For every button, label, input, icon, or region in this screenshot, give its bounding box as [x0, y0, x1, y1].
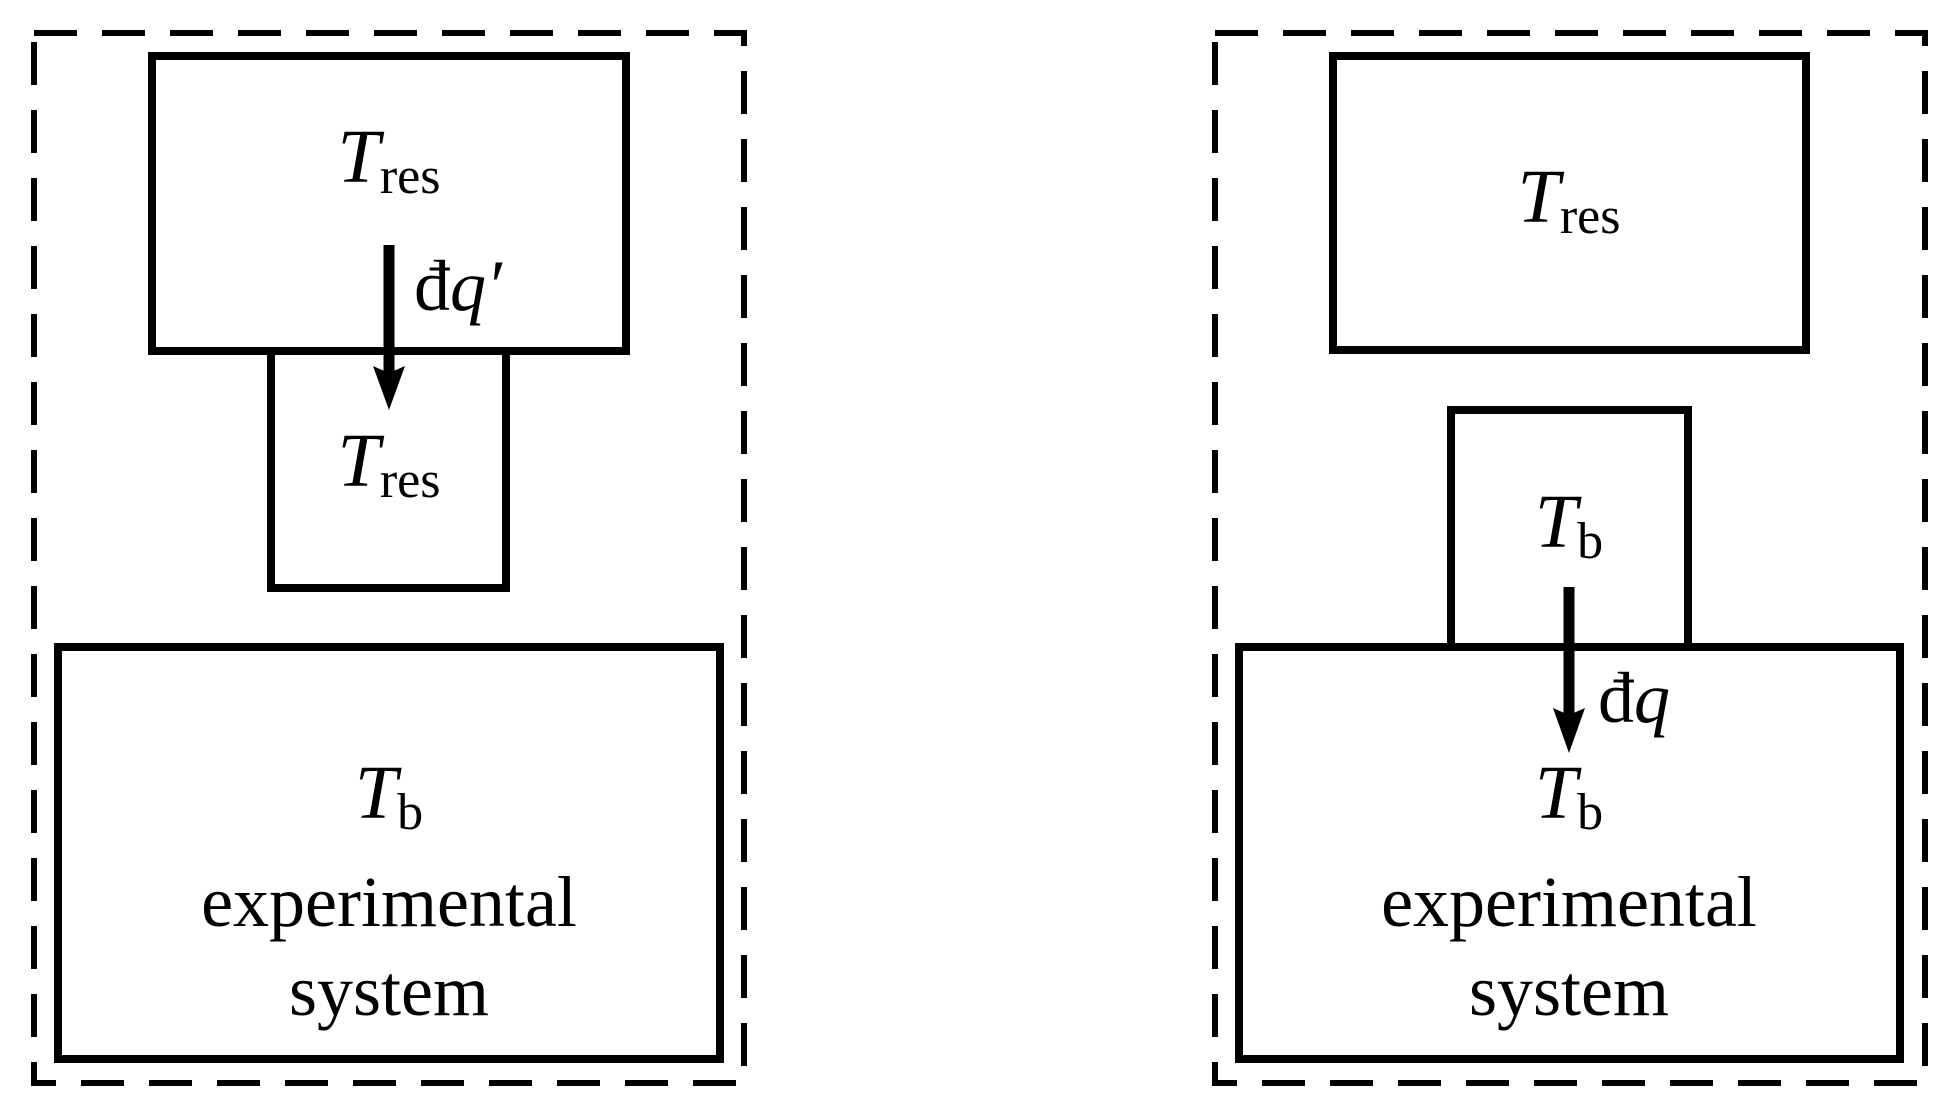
left-system-subscript: b: [397, 784, 423, 841]
right-system-symbol: T: [1535, 751, 1582, 835]
right-reservoir-subscript: res: [1560, 188, 1621, 245]
right-heat-label: đq: [1598, 658, 1670, 738]
right-heat-variable: q: [1634, 658, 1670, 738]
left-heat-variable: q: [450, 246, 486, 326]
left-intermediate-label: Tres: [338, 419, 441, 509]
right-intermediate-box: [1447, 406, 1692, 647]
left-intermediate-box: [267, 351, 510, 592]
left-reservoir-subscript: res: [380, 148, 441, 205]
right-system-box: [1235, 643, 1904, 1063]
left-intermediate-subscript: res: [380, 452, 441, 509]
left-system-line1: experimental: [201, 862, 577, 942]
right-system-temp-label: Tb: [1535, 751, 1603, 841]
left-system-symbol: T: [355, 751, 402, 835]
right-intermediate-label: Tb: [1535, 480, 1603, 570]
right-panel: Tres Tb đq Tb experimental system: [1212, 30, 1928, 1086]
right-system-line1: experimental: [1381, 862, 1757, 942]
right-intermediate-symbol: T: [1535, 480, 1582, 564]
right-system-boundary: [1212, 30, 1928, 1086]
left-reservoir-label: Tres: [338, 115, 441, 205]
right-system-line2: system: [1469, 951, 1669, 1031]
left-heat-prefix: đ: [414, 246, 450, 326]
right-system-subscript: b: [1577, 784, 1603, 841]
left-heat-label: đq′: [414, 246, 503, 326]
left-heat-arrow: [373, 245, 405, 410]
left-panel: Tres Tres đq′ Tb experimental system: [31, 30, 747, 1086]
right-intermediate-subscript: b: [1577, 513, 1603, 570]
right-reservoir-box: [1329, 52, 1810, 354]
left-system-boundary: [31, 30, 747, 1086]
left-heat-prime: ′: [486, 246, 503, 326]
left-system-temp-label: Tb: [355, 751, 423, 841]
right-reservoir-label: Tres: [1518, 155, 1621, 245]
left-reservoir-symbol: T: [338, 115, 385, 199]
right-heat-prefix: đ: [1598, 658, 1634, 738]
right-reservoir-symbol: T: [1518, 155, 1565, 239]
left-system-box: [54, 643, 724, 1063]
left-system-line2: system: [289, 951, 489, 1031]
right-heat-arrow: [1553, 587, 1585, 753]
left-intermediate-symbol: T: [338, 419, 385, 503]
